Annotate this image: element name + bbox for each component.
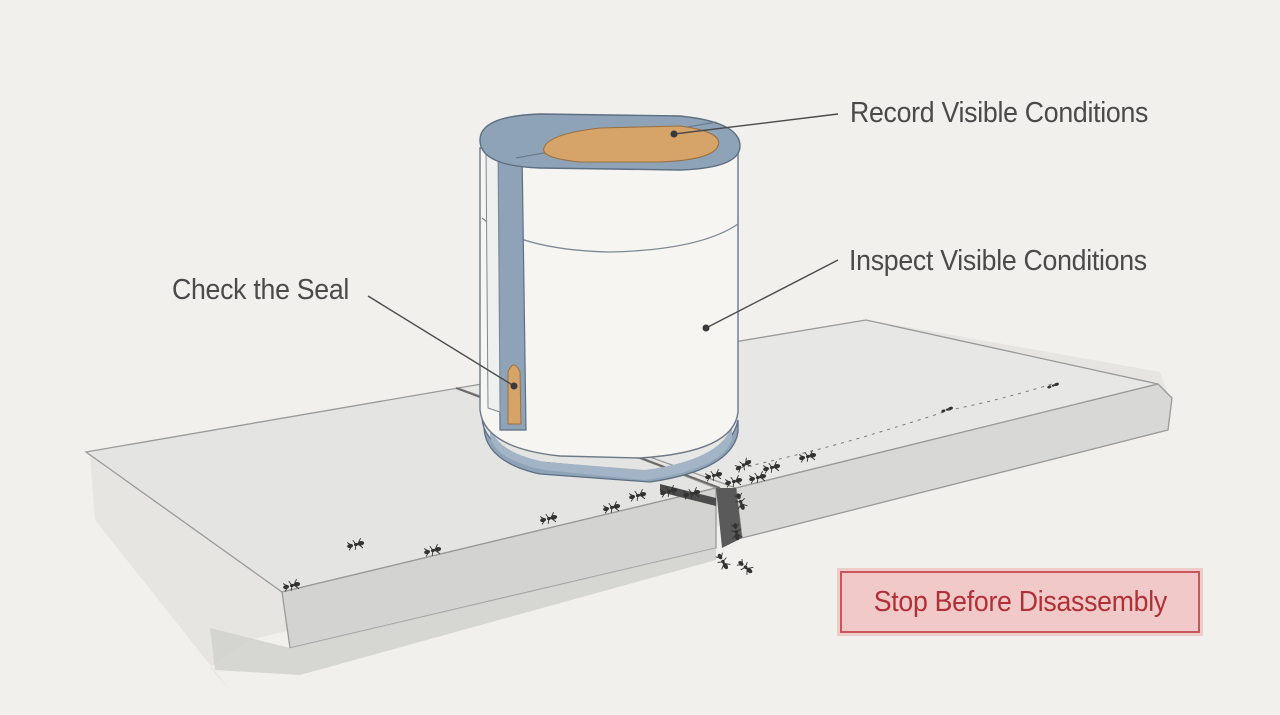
- callout-seal-label: Check the Seal: [172, 274, 350, 306]
- ant-trail: [739, 383, 1053, 469]
- callout-inspect-label: Inspect Visible Conditions: [849, 245, 1147, 277]
- leader-dots: [510, 130, 710, 390]
- dot-inspect: [702, 324, 710, 332]
- leader-lines: [367, 113, 839, 387]
- ant-icon: [282, 382, 1059, 592]
- callout-record-label: Record Visible Conditions: [850, 97, 1149, 129]
- dot-record: [670, 130, 678, 138]
- leader-inspect: [705, 259, 839, 329]
- dot-seal: [510, 382, 518, 390]
- warning-text: Stop Before Disassembly: [873, 585, 1167, 618]
- leader-seal: [367, 295, 515, 387]
- storage-canister-icon: [479, 113, 741, 483]
- leader-record: [673, 113, 839, 135]
- warning-box: Stop Before Disassembly: [840, 571, 1200, 633]
